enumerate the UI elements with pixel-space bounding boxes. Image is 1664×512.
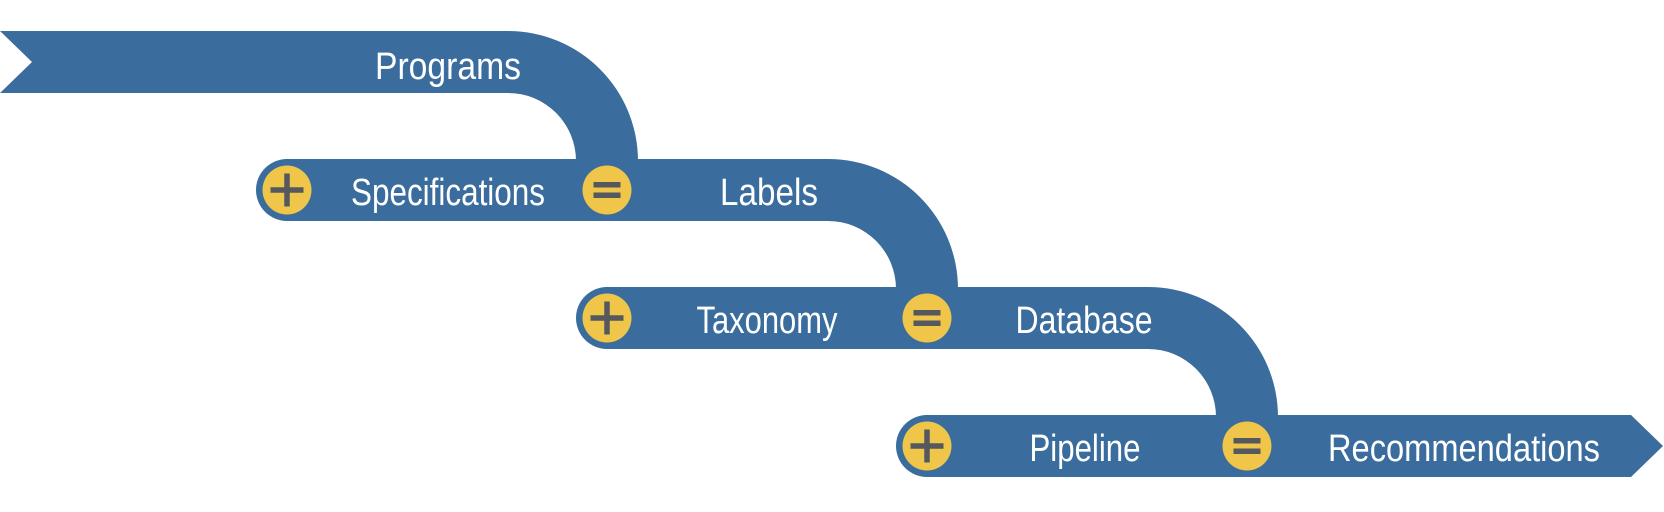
label-recommendations: Recommendations <box>1328 428 1600 470</box>
equals-icon <box>1233 438 1261 454</box>
ribbon-row-1-programs-band <box>0 31 638 205</box>
ribbon-row-3-taxonomy-database-band <box>576 287 1278 461</box>
equals-icon <box>913 310 941 326</box>
ribbon-bands <box>0 31 1663 477</box>
label-taxonomy: Taxonomy <box>697 300 838 342</box>
label-programs: Programs <box>375 46 521 88</box>
equals-badge-row-3 <box>902 293 952 343</box>
equals-badge-row-2 <box>582 165 632 215</box>
equals-icon <box>593 182 621 198</box>
ribbon-row-2-specifications-labels-band <box>256 159 958 333</box>
operator-badges <box>262 165 1272 471</box>
label-labels: Labels <box>720 172 818 214</box>
ribbon-labels: Programs Specifications Labels Taxonomy … <box>351 46 1600 470</box>
label-pipeline: Pipeline <box>1030 428 1141 470</box>
plus-icon <box>590 301 624 335</box>
label-specifications: Specifications <box>351 172 545 214</box>
plus-icon <box>910 429 944 463</box>
operator-glyphs <box>270 173 1261 463</box>
equals-badge-row-4 <box>1222 421 1272 471</box>
label-database: Database <box>1016 300 1153 342</box>
ribbon-row-4-pipeline-recommendations-band <box>896 415 1663 477</box>
plus-icon <box>270 173 304 207</box>
